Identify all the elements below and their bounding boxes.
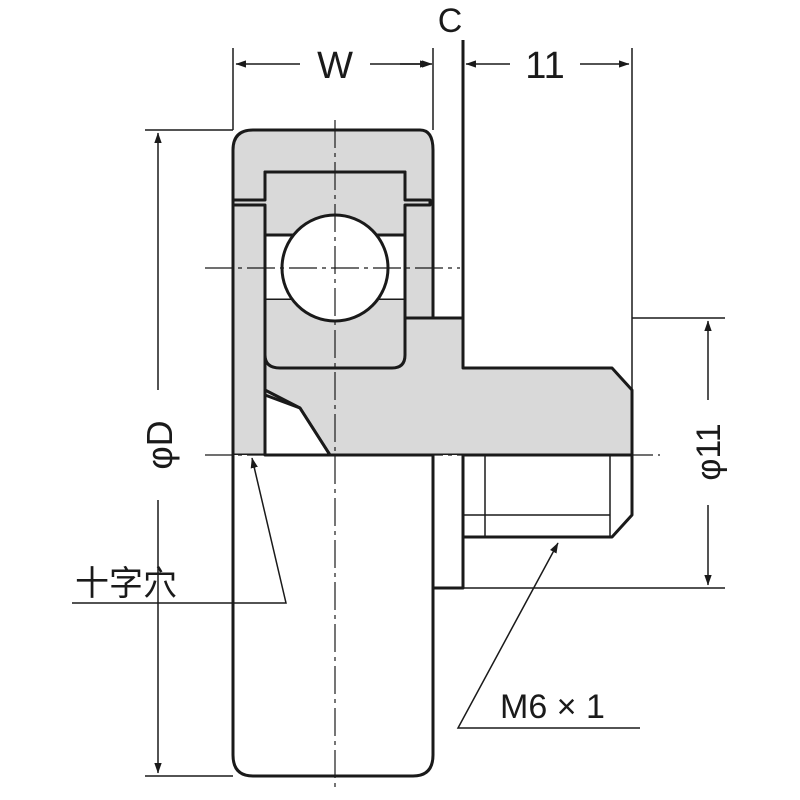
leader-cross-hole	[72, 457, 287, 604]
tyre-lower	[231, 455, 435, 778]
stud-flange	[431, 455, 465, 590]
label-phi11: φ11	[690, 423, 728, 480]
race-upper-section	[231, 170, 432, 237]
label-thread: M6 × 1	[500, 688, 605, 726]
label-W: W	[317, 45, 353, 87]
leader-thread	[456, 542, 640, 729]
thread-body	[461, 453, 634, 539]
label-phiD: φD	[139, 420, 180, 469]
label-C: C	[438, 2, 463, 40]
hub-chamfer	[264, 388, 332, 456]
stud	[431, 453, 634, 590]
label-cross-hole: 十字穴	[75, 565, 177, 603]
label-11: 11	[525, 45, 564, 87]
